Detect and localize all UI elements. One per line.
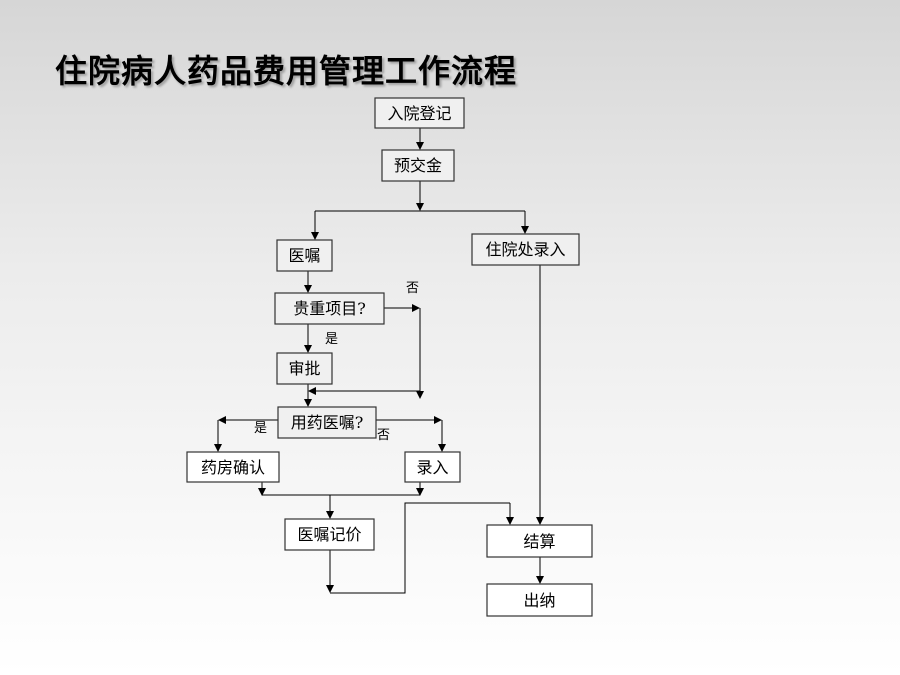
label-drug-no: 否 [377, 428, 390, 443]
node-inpatient-entry-label: 住院处录入 [485, 240, 565, 259]
node-order-pricing: 医嘱记价 [284, 518, 375, 551]
node-pharmacy-confirm: 药房确认 [186, 451, 280, 483]
node-expensive-check: 贵重项目? [274, 292, 385, 325]
node-pharmacy-confirm-label: 药房确认 [201, 458, 265, 477]
label-expensive-yes: 是 [325, 332, 338, 347]
node-entry: 录入 [404, 451, 461, 483]
node-approval: 审批 [276, 352, 333, 385]
node-order-pricing-label: 医嘱记价 [297, 525, 361, 544]
node-expensive-check-label: 贵重项目? [293, 299, 366, 318]
label-expensive-no: 否 [406, 281, 419, 296]
node-order: 医嘱 [276, 239, 333, 272]
node-order-label: 医嘱 [288, 246, 320, 265]
node-settlement-label: 结算 [523, 532, 555, 551]
node-admission: 入院登记 [374, 97, 465, 129]
node-admission-label: 入院登记 [387, 104, 451, 123]
label-drug-yes: 是 [254, 421, 267, 436]
node-deposit: 预交金 [381, 149, 455, 182]
node-approval-label: 审批 [288, 359, 320, 378]
node-cashier-label: 出纳 [523, 591, 555, 610]
node-inpatient-entry: 住院处录入 [471, 233, 580, 266]
node-deposit-label: 预交金 [394, 156, 442, 175]
node-entry-label: 录入 [416, 458, 448, 477]
page-title: 住院病人药品费用管理工作流程 [55, 52, 518, 90]
node-settlement: 结算 [486, 524, 593, 558]
node-drug-order-check-label: 用药医嘱? [291, 413, 364, 432]
edge-pricing-loop [330, 502, 510, 594]
node-drug-order-check: 用药医嘱? [277, 406, 377, 439]
connectors [214, 128, 544, 594]
node-cashier: 出纳 [486, 583, 593, 617]
